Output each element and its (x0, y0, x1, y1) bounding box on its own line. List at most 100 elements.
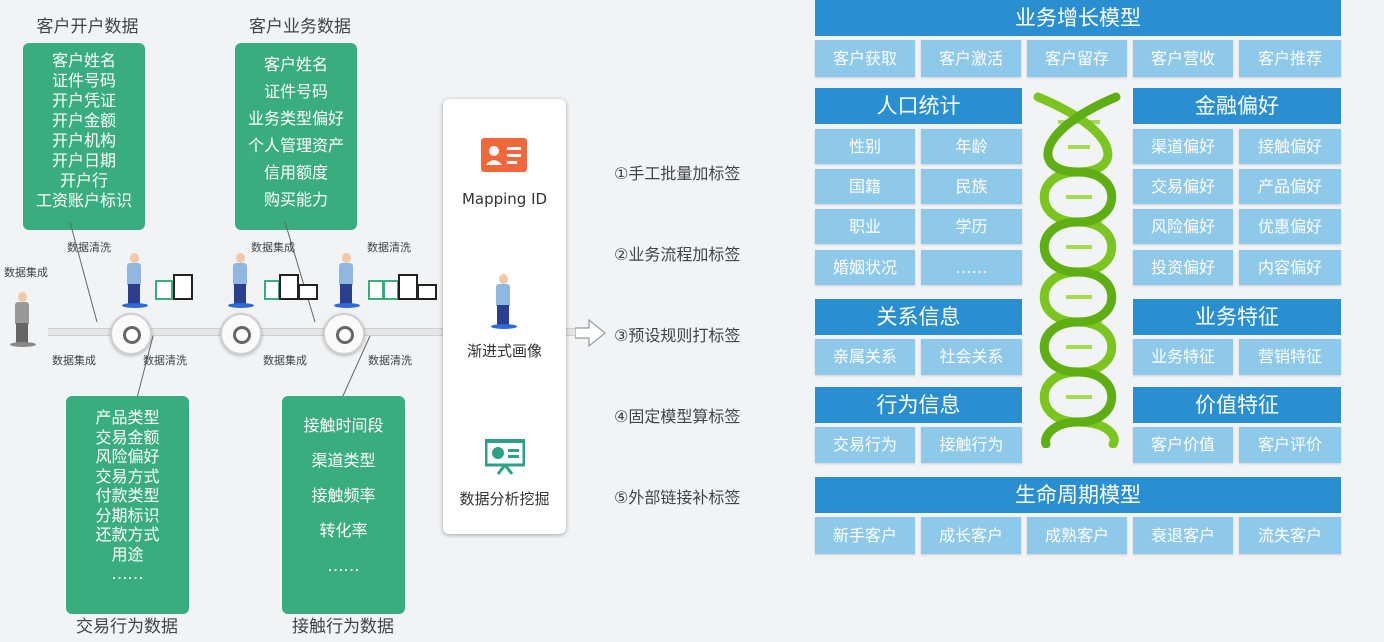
analysis-label: 数据分析挖掘 (459, 490, 550, 508)
open-item: 客户姓名 (51, 51, 116, 70)
population-header: 人口统计 (815, 88, 1022, 124)
open-data-title: 客户开户数据 (36, 17, 139, 37)
open-item: 工资账户标识 (35, 191, 132, 210)
population-cell: …… (921, 250, 1022, 285)
growth-cell: 客户获取 (815, 40, 915, 77)
trade-item: 还款方式 (95, 525, 160, 544)
open-item: 开户金额 (51, 111, 116, 130)
population-cell: 学历 (921, 209, 1022, 244)
population-cell: 国籍 (815, 169, 915, 204)
mapping-id-label: Mapping ID (461, 190, 548, 208)
value-feature-header: 价值特征 (1133, 387, 1341, 423)
finance-pref-cell: 接触偏好 (1239, 129, 1341, 164)
clean-label: 数据清洗 (67, 241, 111, 254)
biz-item: 业务类型偏好 (247, 109, 344, 128)
trade-item: …… (111, 564, 144, 583)
biz-item: 信用额度 (263, 163, 328, 182)
data-stack-icon (368, 274, 440, 300)
value-feature-cell: 客户评价 (1239, 427, 1341, 463)
dna-helix-icon (1033, 92, 1121, 448)
population-cell: 民族 (921, 169, 1022, 204)
value-feature-cell: 客户价值 (1133, 427, 1233, 463)
contact-item: 接触频率 (311, 486, 376, 505)
wheel-icon (220, 313, 262, 355)
population-cell: 年龄 (921, 129, 1022, 164)
contact-item: …… (327, 556, 360, 575)
contact-item: 接触时间段 (303, 416, 384, 435)
open-item: 开户日期 (51, 151, 116, 170)
trade-item: 交易方式 (95, 466, 160, 486)
clean-label: 数据清洗 (367, 241, 411, 254)
trade-data-title: 交易行为数据 (76, 617, 178, 637)
step-item: ③预设规则打标签 (614, 326, 741, 345)
arrow-right-icon (575, 318, 606, 348)
open-data-box: 客户姓名 证件号码 开户凭证 开户金额 开户机构 开户日期 开户行 工资账户标识 (23, 43, 145, 230)
finance-pref-header: 金融偏好 (1133, 88, 1341, 124)
finance-pref-cell: 风险偏好 (1133, 209, 1233, 244)
growth-model-header: 业务增长模型 (815, 0, 1341, 36)
biz-item: 证件号码 (263, 82, 328, 101)
finance-pref-cell: 产品偏好 (1239, 169, 1341, 204)
clean-label: 数据清洗 (143, 354, 187, 367)
data-stack-icon (155, 274, 195, 300)
biz-item: 客户姓名 (263, 55, 328, 74)
contact-data-title: 接触行为数据 (292, 617, 394, 637)
open-item: 证件号码 (51, 71, 116, 90)
finance-pref-cell: 渠道偏好 (1133, 129, 1233, 164)
growth-cell: 客户留存 (1027, 40, 1127, 77)
presentation-chart-icon (485, 439, 525, 475)
biz-data-title: 客户业务数据 (249, 17, 351, 37)
biz-item: 个人管理资产 (247, 136, 344, 155)
population-cell: 性别 (815, 129, 915, 164)
behavior-header: 行为信息 (815, 387, 1022, 423)
integrate-label: 数据集成 (251, 241, 295, 254)
biz-feature-cell: 营销特征 (1239, 339, 1341, 375)
contact-item: 转化率 (319, 521, 368, 540)
behavior-cell: 接触行为 (921, 427, 1022, 463)
growth-cell: 客户推荐 (1239, 40, 1341, 77)
relation-cell: 社会关系 (921, 339, 1022, 375)
lifecycle-header: 生命周期模型 (815, 477, 1341, 513)
id-card-icon (481, 138, 527, 172)
relation-cell: 亲属关系 (815, 339, 915, 375)
open-item: 开户行 (59, 171, 108, 190)
lifecycle-cell: 流失客户 (1239, 517, 1341, 554)
finance-pref-cell: 交易偏好 (1133, 169, 1233, 204)
trade-item: 风险偏好 (95, 447, 160, 466)
portrait-label: 渐进式画像 (466, 342, 542, 360)
connector-lines (69, 221, 371, 399)
wheel-icon (323, 313, 365, 355)
data-stack-icon (264, 274, 322, 300)
step-item: ②业务流程加标签 (614, 245, 741, 264)
process-card: Mapping ID 渐进式画像 数据分析挖掘 (443, 99, 566, 534)
lifecycle-cell: 成熟客户 (1027, 517, 1127, 554)
growth-cell: 客户激活 (921, 40, 1021, 77)
open-item: 开户机构 (51, 131, 116, 150)
trade-item: 用途 (111, 544, 144, 564)
behavior-cell: 交易行为 (815, 427, 915, 463)
biz-item: 购买能力 (263, 190, 328, 209)
contact-item: 渠道类型 (311, 451, 376, 470)
timeline-bar (48, 328, 578, 336)
growth-cell: 客户营收 (1133, 40, 1233, 77)
lifecycle-cell: 成长客户 (921, 517, 1021, 554)
finance-pref-cell: 优惠偏好 (1239, 209, 1341, 244)
integrate-label: 数据集成 (52, 354, 96, 367)
biz-data-box: 客户姓名 证件号码 业务类型偏好 个人管理资产 信用额度 购买能力 (235, 43, 357, 230)
trade-data-box: 产品类型 交易金额 风险偏好 交易方式 付款类型 分期标识 还款方式 用途 …… (66, 396, 189, 614)
population-cell: 职业 (815, 209, 915, 244)
integrate-label: 数据集成 (4, 266, 48, 279)
lifecycle-cell: 衰退客户 (1133, 517, 1233, 554)
relation-header: 关系信息 (815, 299, 1022, 335)
trade-item: 交易金额 (95, 427, 160, 447)
step-item: ④固定模型算标签 (614, 407, 741, 426)
population-cell: 婚姻状况 (815, 250, 915, 285)
finance-pref-cell: 内容偏好 (1239, 250, 1341, 285)
finance-pref-cell: 投资偏好 (1133, 250, 1233, 285)
biz-feature-cell: 业务特征 (1133, 339, 1233, 375)
contact-data-box: 接触时间段 渠道类型 接触频率 转化率 …… (282, 396, 405, 614)
integrate-label: 数据集成 (263, 354, 307, 367)
step-item: ⑤外部链接补标签 (614, 488, 741, 507)
lifecycle-cell: 新手客户 (815, 517, 915, 554)
trade-item: 产品类型 (95, 408, 160, 427)
